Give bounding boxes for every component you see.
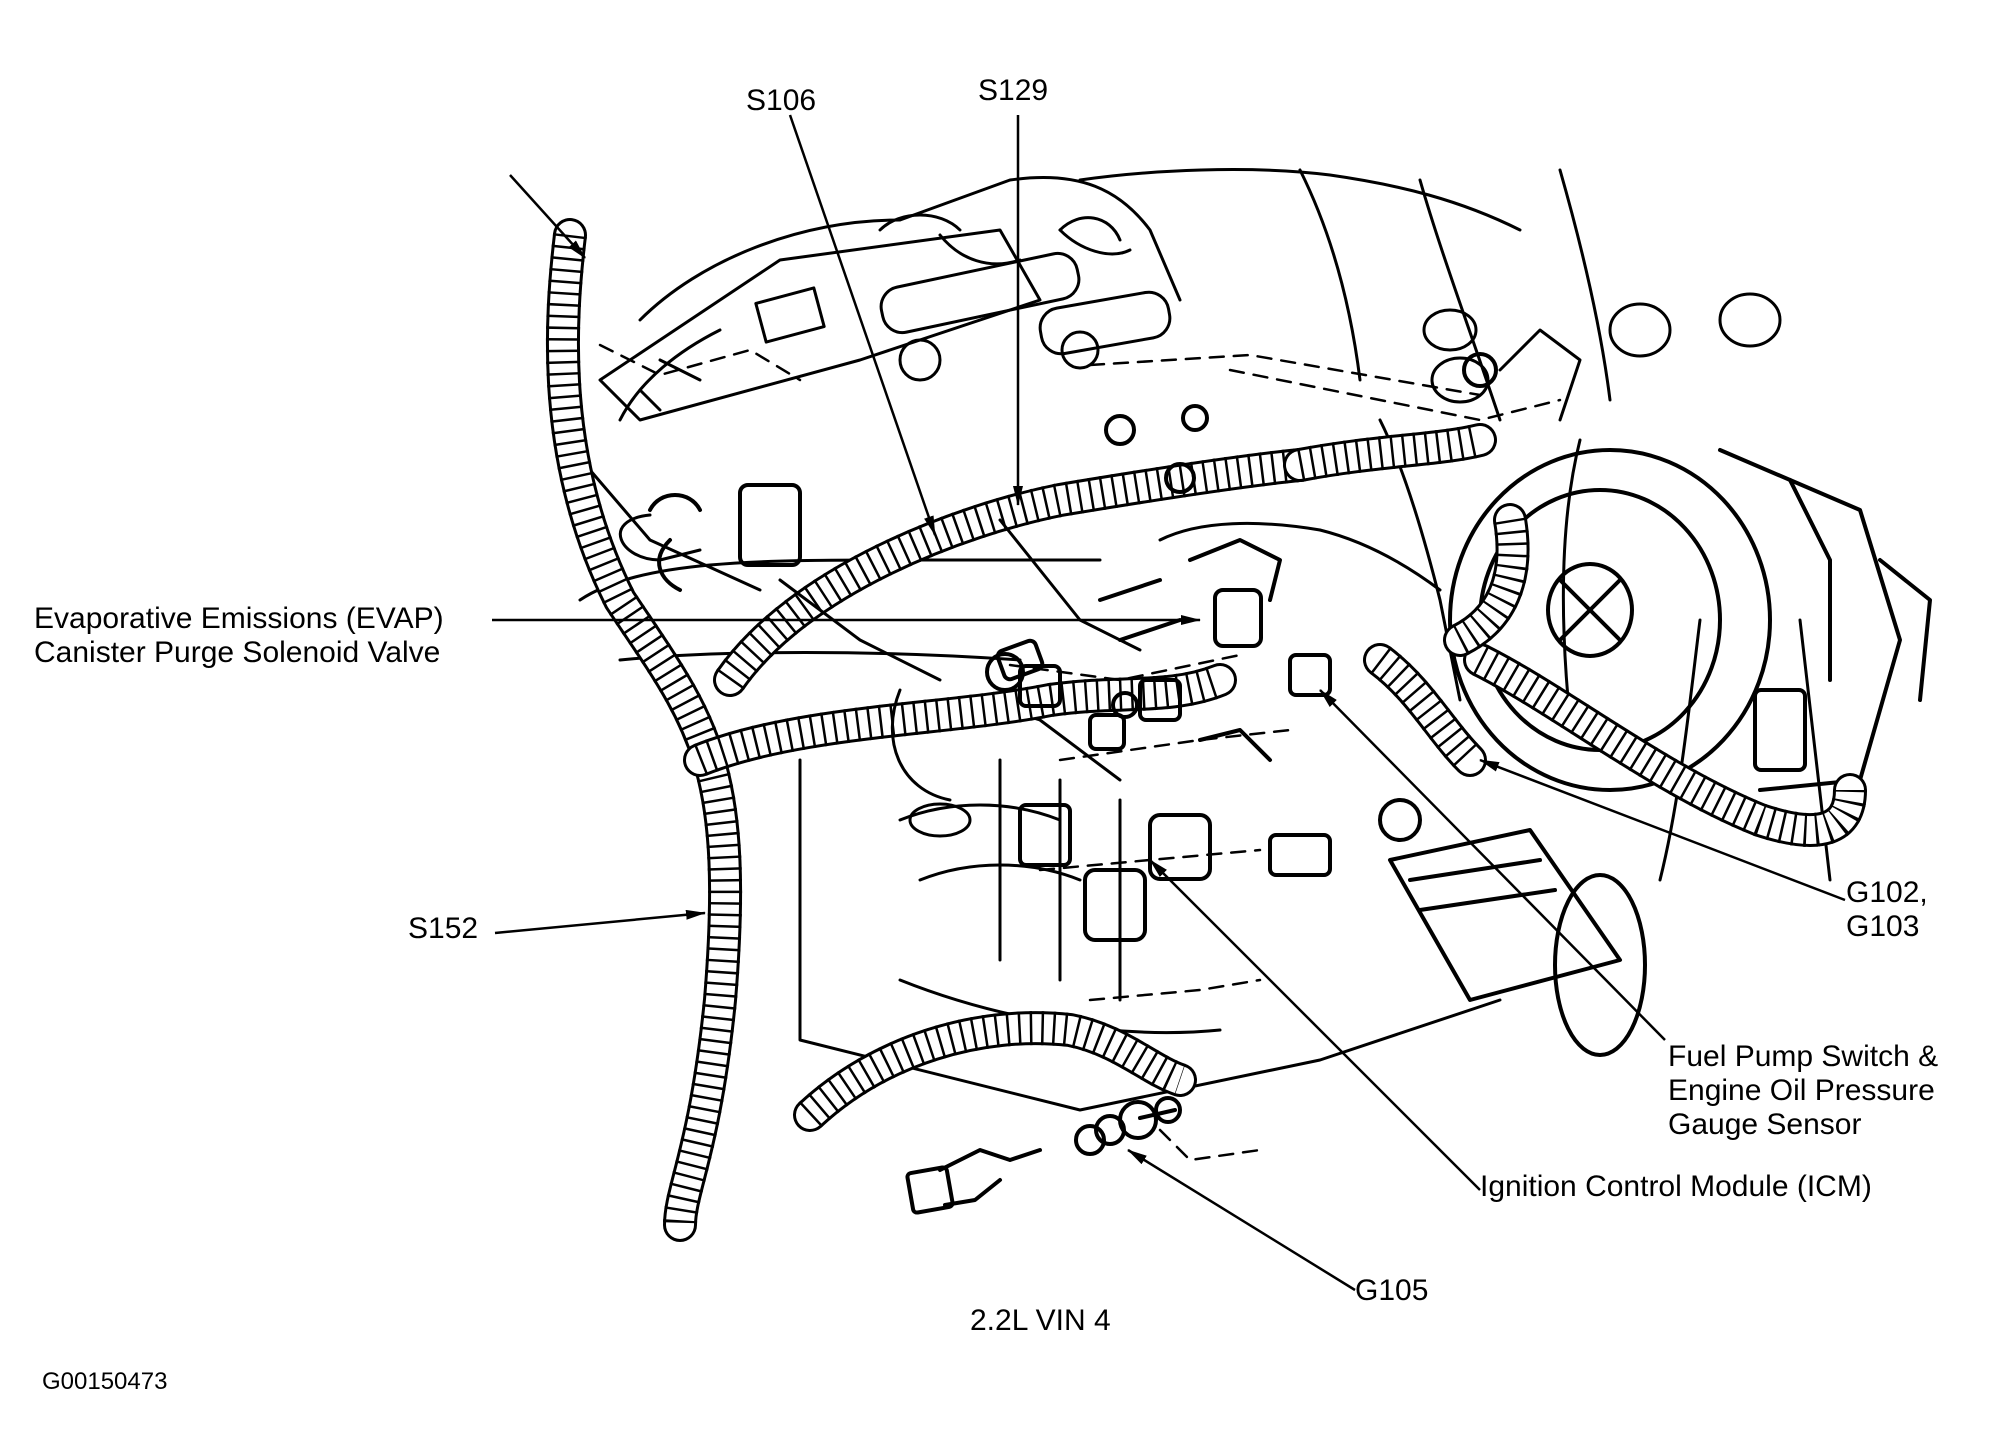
- label-g103: G103: [1846, 910, 1920, 943]
- label-evap-line-2: Canister Purge Solenoid Valve: [34, 636, 441, 669]
- figure-id: G00150473: [42, 1368, 168, 1395]
- leader-top-left: [509, 174, 586, 259]
- label-s106: S106: [746, 84, 817, 117]
- wiring-harness: [545, 218, 1867, 1242]
- oil-filter-illustration: [1388, 828, 1647, 1057]
- label-g105: G105: [1355, 1274, 1429, 1307]
- leader-s106: [788, 114, 937, 536]
- label-fuel-pump-switch: Fuel Pump Switch & Engine Oil Pressure G…: [1668, 1040, 1938, 1142]
- leader-g102: [1479, 758, 1846, 902]
- label-s152: S152: [408, 912, 479, 945]
- alternator-illustration: [1448, 448, 1932, 792]
- label-fuel-pump-line-2: Engine Oil Pressure: [1668, 1074, 1935, 1107]
- label-g102-g103: G102, G103: [1846, 876, 1928, 944]
- leader-s152: [494, 909, 706, 935]
- mounting-dashed-lines: [598, 343, 1562, 1162]
- label-evap-line-1: Evaporative Emissions (EVAP): [34, 602, 444, 635]
- leader-icm: [1149, 859, 1481, 1191]
- label-evap: Evaporative Emissions (EVAP) Canister Pu…: [34, 602, 444, 670]
- leader-lines: [492, 114, 1846, 1292]
- leader-fuel-pump: [1319, 689, 1666, 1041]
- label-s129: S129: [978, 74, 1049, 107]
- label-icm: Ignition Control Module (ICM): [1480, 1170, 1872, 1203]
- leader-g105: [1127, 1148, 1356, 1292]
- connectors-illustration: [648, 352, 1498, 1215]
- label-fuel-pump-line-1: Fuel Pump Switch &: [1668, 1040, 1939, 1073]
- fuel-rail-illustration: [598, 213, 1582, 422]
- label-g102: G102,: [1846, 876, 1928, 909]
- diagram-caption: 2.2L VIN 4: [970, 1304, 1111, 1337]
- label-fuel-pump-line-3: Gauge Sensor: [1668, 1108, 1862, 1141]
